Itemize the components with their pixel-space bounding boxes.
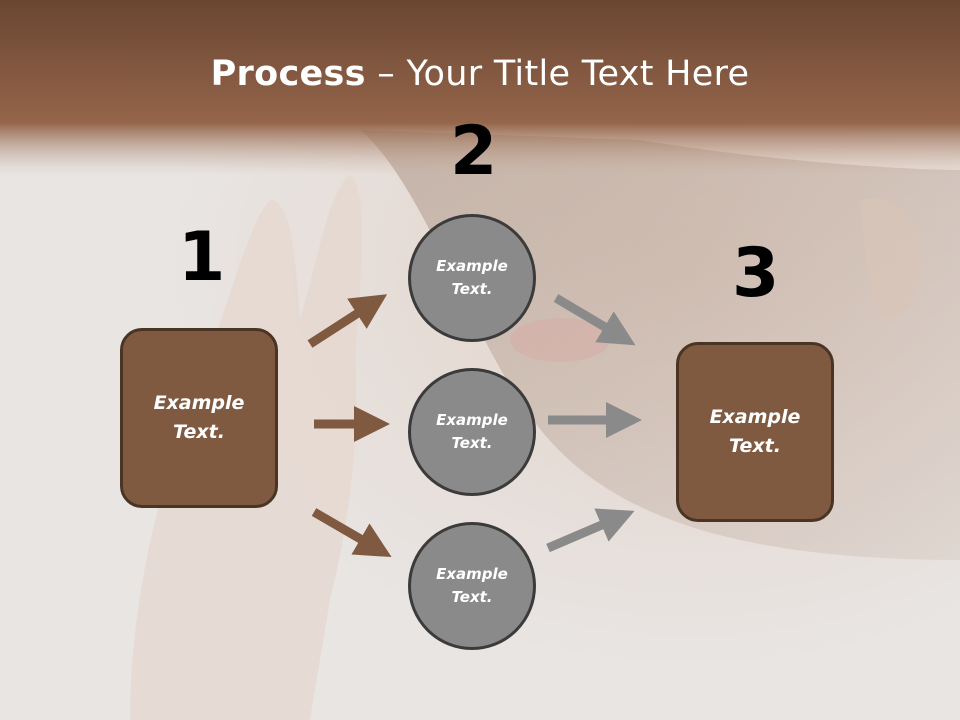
arrow-1-to-2-bottom <box>311 508 392 558</box>
arrow-2-to-3-top <box>553 294 636 346</box>
title-rest: Your Title Text Here <box>406 54 750 94</box>
step-3-box: Example Text. <box>676 342 834 522</box>
step-number-1: 1 <box>178 218 226 297</box>
slide-title: Process – Your Title Text Here <box>0 48 960 100</box>
step-2-circle-middle: Example Text. <box>408 368 536 496</box>
step-number-2: 2 <box>450 112 498 191</box>
arrow-1-to-2-top <box>307 294 388 348</box>
step-number-3: 3 <box>732 234 780 313</box>
arrow-2-to-3-bottom <box>546 508 635 553</box>
step-2-circle-bottom: Example Text. <box>408 522 536 650</box>
step-1-box-text: Example Text. <box>153 392 245 443</box>
step-1-box: Example Text. <box>120 328 278 508</box>
title-bold: Process <box>210 54 366 94</box>
circle-text: Example Text. <box>436 411 508 452</box>
circle-text: Example Text. <box>436 257 508 298</box>
step-3-box-text: Example Text. <box>709 406 801 457</box>
step-2-circle-top: Example Text. <box>408 214 536 342</box>
title-separator: – <box>365 54 407 94</box>
circle-text: Example Text. <box>436 565 508 606</box>
